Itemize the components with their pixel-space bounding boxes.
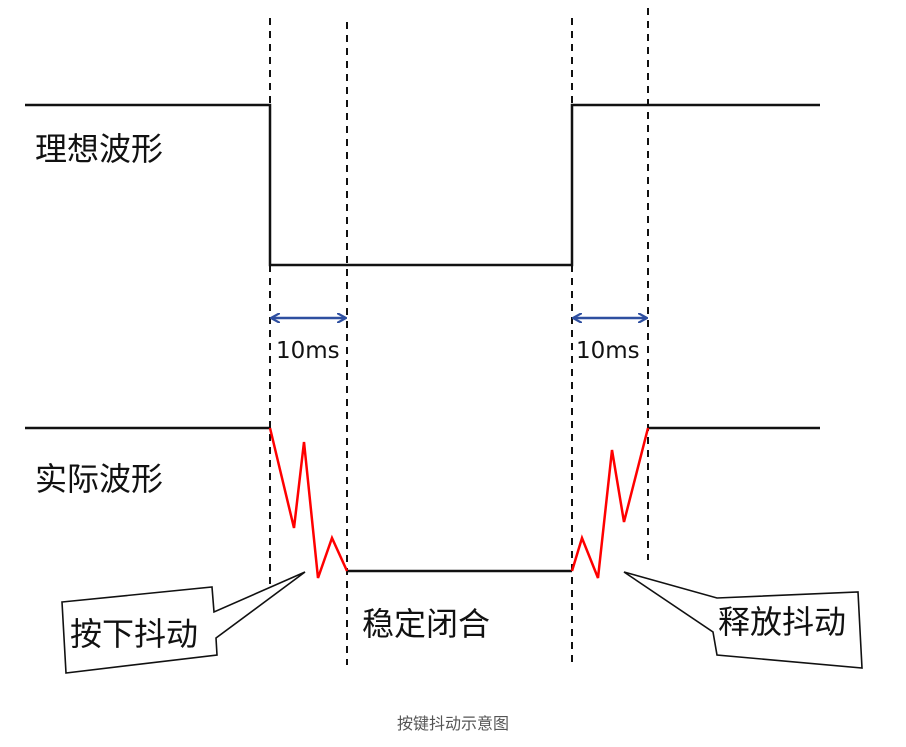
press-bounce-wave [268,427,349,579]
press-bounce-label: 按下抖动 [70,615,198,653]
release-bounce-callout [623,571,863,669]
diagram-caption: 按键抖动示意图 [397,714,509,733]
actual-waveform-label: 实际波形 [35,460,163,498]
actual-waveform-line [25,426,820,573]
release-bounce-wave [570,427,650,579]
ideal-waveform-line [25,103,820,267]
interval-label-right: 10ms [576,338,640,364]
stable-closed-label: 稳定闭合 [362,605,490,643]
press-bounce-callout [61,571,306,674]
guide-lines [269,8,649,665]
release-bounce-label: 释放抖动 [718,603,846,641]
interval-label-left: 10ms [276,338,340,364]
ideal-waveform-label: 理想波形 [35,130,163,168]
